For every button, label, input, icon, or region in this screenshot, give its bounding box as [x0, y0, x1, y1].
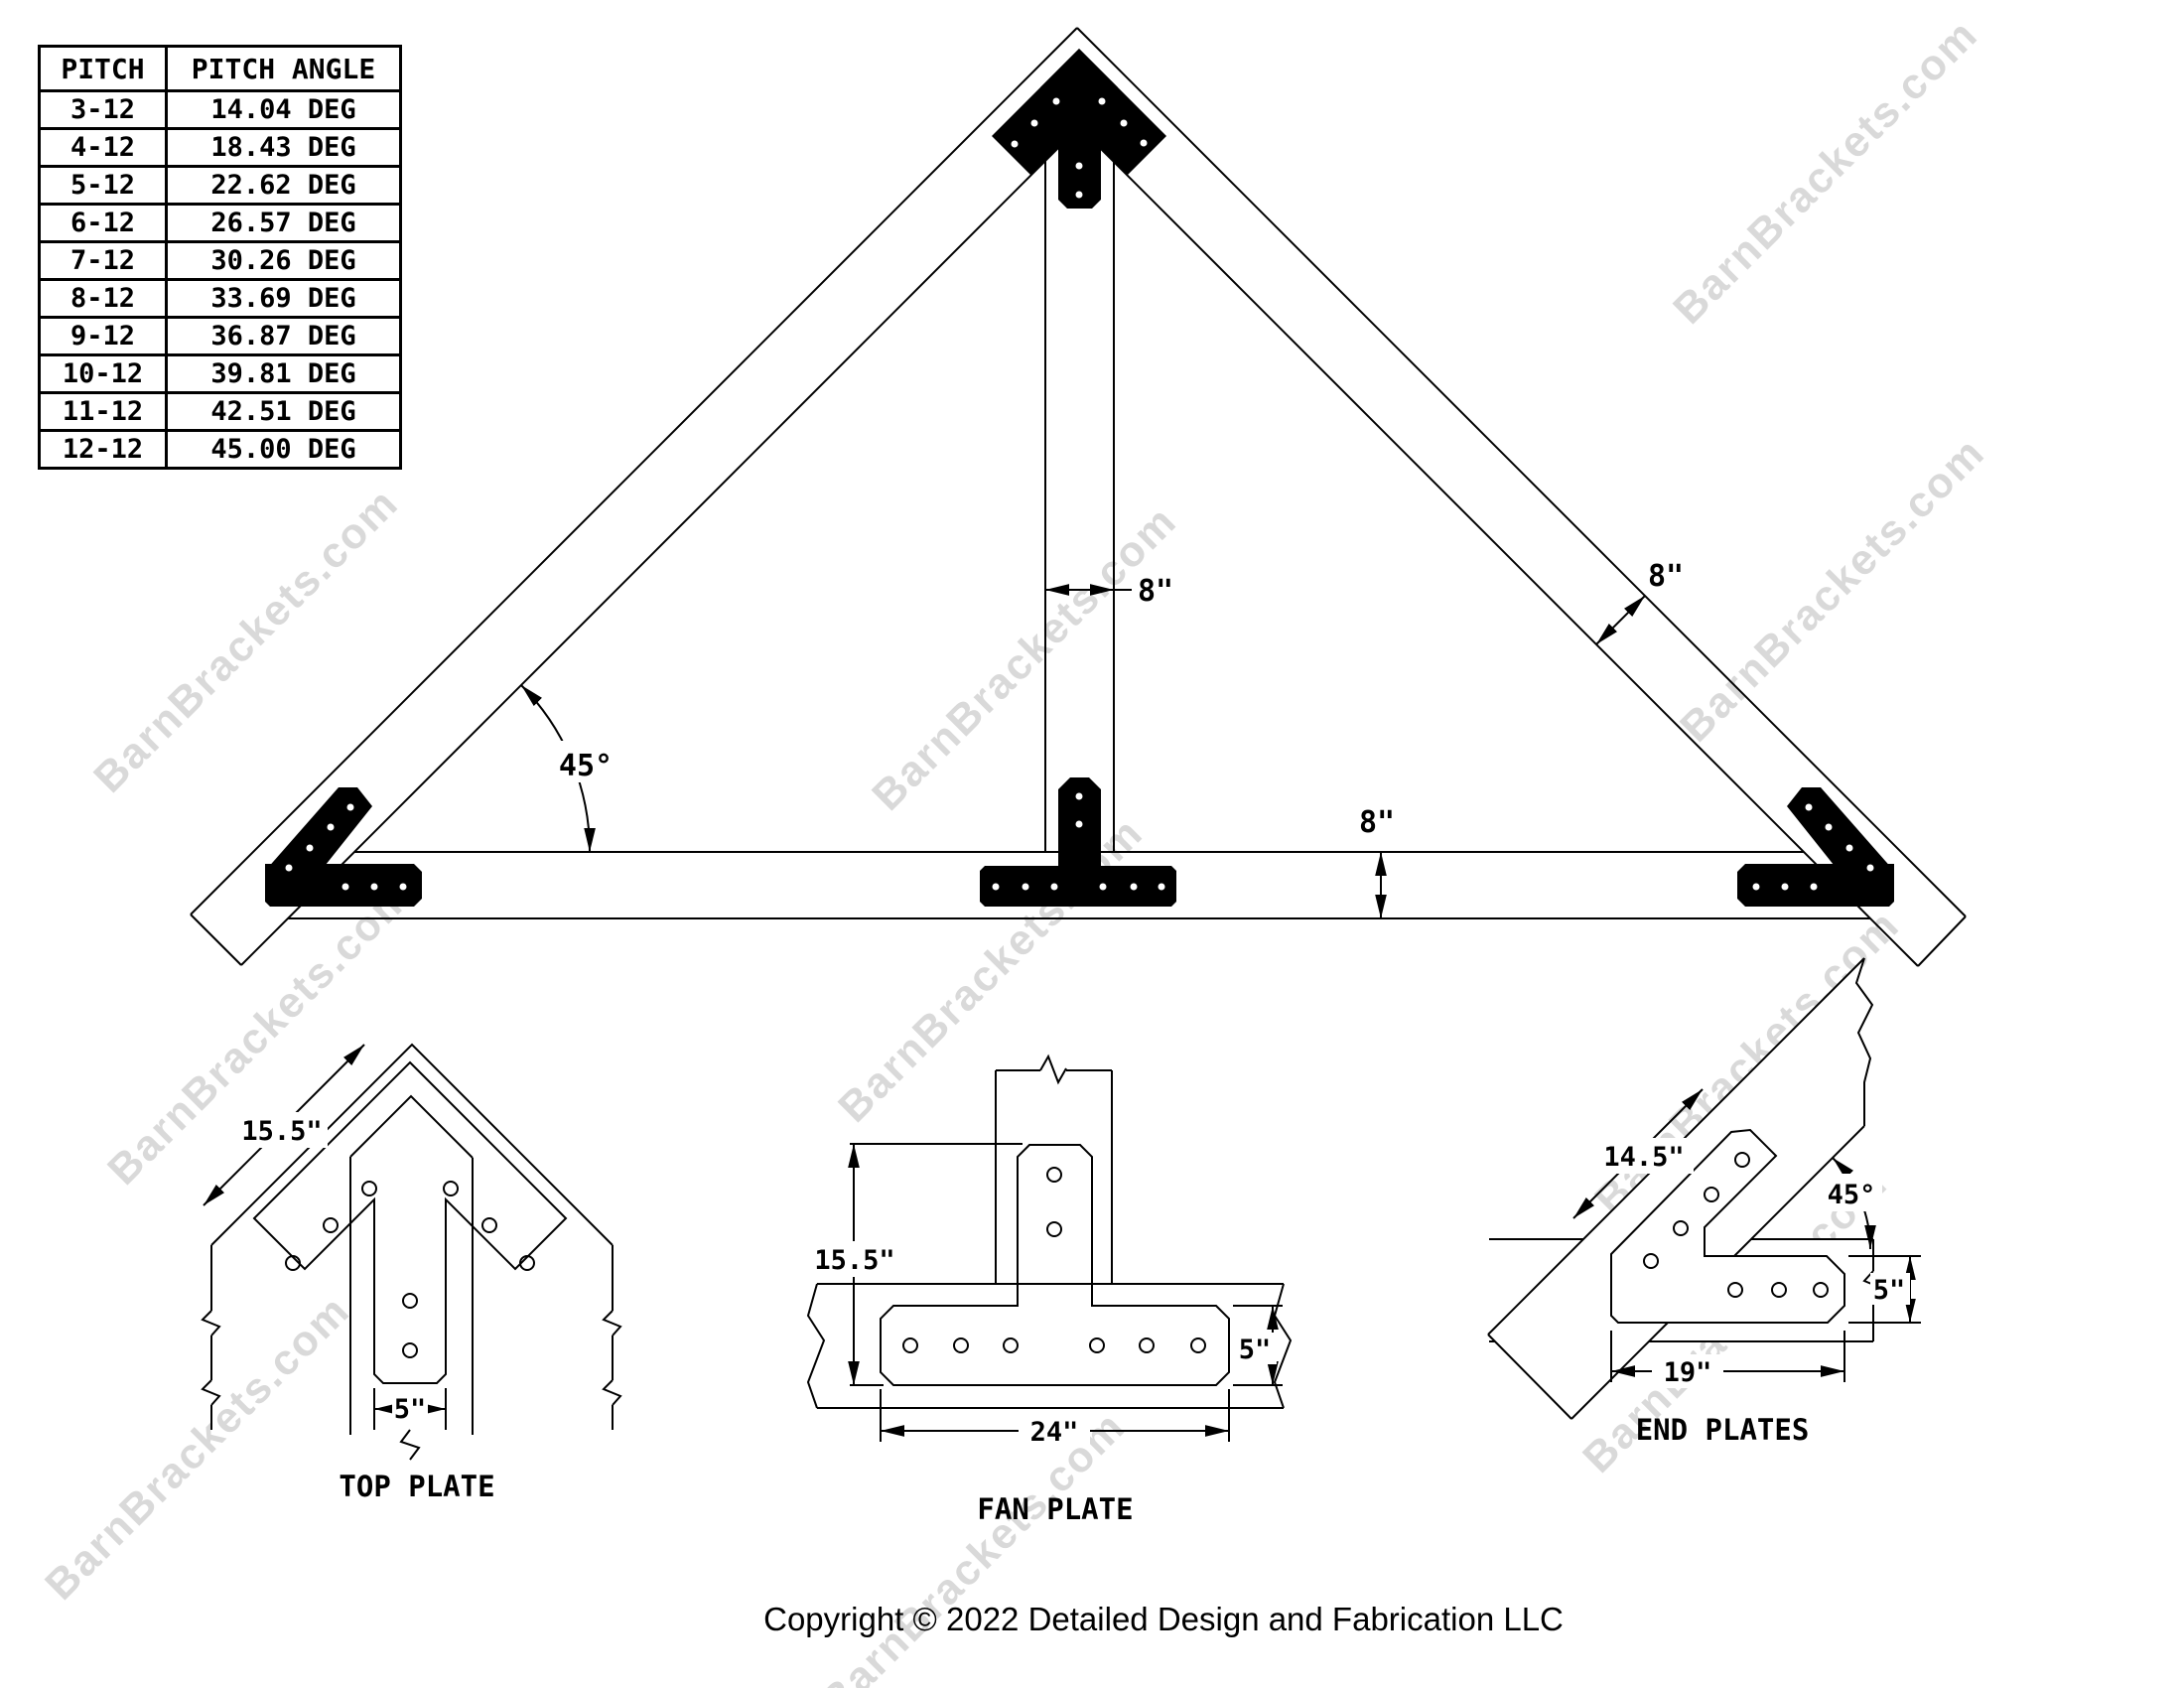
end-plate-angle-dim: 45°: [1828, 1180, 1876, 1210]
fan-plate-label: FAN PLATE: [977, 1492, 1133, 1526]
pitch-column-header: PITCH: [38, 45, 168, 92]
pitch-angle-dim: 45°: [559, 749, 613, 783]
fan-plate-dimensions: 15.5" 5" 24": [810, 1143, 1283, 1448]
copyright-text: Copyright © 2022 Detailed Design and Fab…: [763, 1601, 1564, 1637]
end-plate-length-dim: 19": [1664, 1357, 1712, 1388]
pitch-cell: 4-12: [38, 127, 168, 168]
fan-plate-detail: 15.5" 5" 24" FAN PLATE: [806, 1054, 1293, 1526]
angle-cell: 33.69 DEG: [165, 278, 402, 319]
fan-plate-width-dim: 5": [1239, 1335, 1272, 1365]
fan-plate-timber: [806, 1054, 1293, 1409]
pitch-cell: 7-12: [38, 240, 168, 281]
pitch-angle-column-header: PITCH ANGLE: [165, 45, 402, 92]
right-heel-end-plate-bracket: [1737, 787, 1894, 907]
left-heel-bolt-holes: [285, 803, 407, 891]
top-plate-dimensions: 15.5" 5": [203, 1044, 447, 1430]
fan-plate-bolt-holes: [902, 1167, 1206, 1353]
watermark-text: BarnBrackets.com: [36, 1286, 358, 1609]
end-plate-width-dim: 5": [1873, 1275, 1906, 1306]
pitch-cell: 5-12: [38, 165, 168, 206]
peak-top-plate-bracket: [992, 49, 1166, 209]
end-plates-label: END PLATES: [1636, 1413, 1810, 1447]
top-plate-width-dim: 5": [394, 1394, 427, 1425]
angle-cell: 14.04 DEG: [165, 89, 402, 130]
watermark-text: BarnBrackets.com: [1664, 10, 1986, 333]
pitch-cell: 3-12: [38, 89, 168, 130]
angle-cell: 36.87 DEG: [165, 316, 402, 356]
top-plate-bolt-holes: [285, 1181, 535, 1358]
right-heel-bolt-holes: [1752, 803, 1874, 891]
pitch-cell: 11-12: [38, 391, 168, 432]
watermark-text: BarnBrackets.com: [863, 496, 1185, 819]
fan-plate-length-dim: 24": [1030, 1417, 1079, 1448]
top-plate-outline: [252, 1060, 568, 1384]
left-heel-end-plate-bracket: [265, 787, 422, 907]
chord-height-dim: 8": [1359, 805, 1395, 840]
end-plates-detail: 14.5" 45° 5" 19" END PLATES: [1487, 957, 1921, 1447]
truss-dimensions: 8" 8" 8" 45°: [520, 559, 1684, 918]
angle-cell: 22.62 DEG: [165, 165, 402, 206]
peak-bracket-bolt-holes: [1011, 97, 1148, 199]
angle-cell: 30.26 DEG: [165, 240, 402, 281]
end-plate-outline: [1610, 1128, 1845, 1324]
end-plates-dimensions: 14.5" 45° 5" 19": [1572, 1088, 1921, 1388]
angle-cell: 26.57 DEG: [165, 203, 402, 243]
post-width-dim: 8": [1138, 574, 1173, 609]
pitch-cell: 10-12: [38, 353, 168, 394]
end-plate-bolt-holes: [1643, 1152, 1829, 1298]
top-plate-detail: 15.5" 5" TOP PLATE: [201, 1043, 622, 1503]
end-plate-edge-dim: 14.5": [1603, 1142, 1684, 1173]
watermark-text: BarnBrackets.com: [829, 808, 1152, 1131]
angle-cell: 45.00 DEG: [165, 429, 402, 470]
truss-diagram: 8" 8" 8" 45°: [190, 27, 1967, 967]
center-bracket-bolt-holes: [992, 792, 1165, 891]
top-plate-label: TOP PLATE: [339, 1470, 494, 1503]
pitch-cell: 8-12: [38, 278, 168, 319]
watermark-text: BarnBrackets.com: [84, 479, 407, 801]
fan-plate-outline: [880, 1144, 1230, 1386]
top-plate-edge-dim: 15.5": [241, 1116, 322, 1147]
watermark-text: BarnBrackets.com: [1671, 428, 1993, 751]
center-fan-plate-bracket: [980, 777, 1176, 907]
angle-cell: 18.43 DEG: [165, 127, 402, 168]
angle-cell: 39.81 DEG: [165, 353, 402, 394]
pitch-cell: 9-12: [38, 316, 168, 356]
angle-cell: 42.51 DEG: [165, 391, 402, 432]
fan-plate-height-dim: 15.5": [814, 1245, 894, 1276]
rafter-width-dim: 8": [1648, 559, 1684, 594]
pitch-cell: 12-12: [38, 429, 168, 470]
pitch-cell: 6-12: [38, 203, 168, 243]
